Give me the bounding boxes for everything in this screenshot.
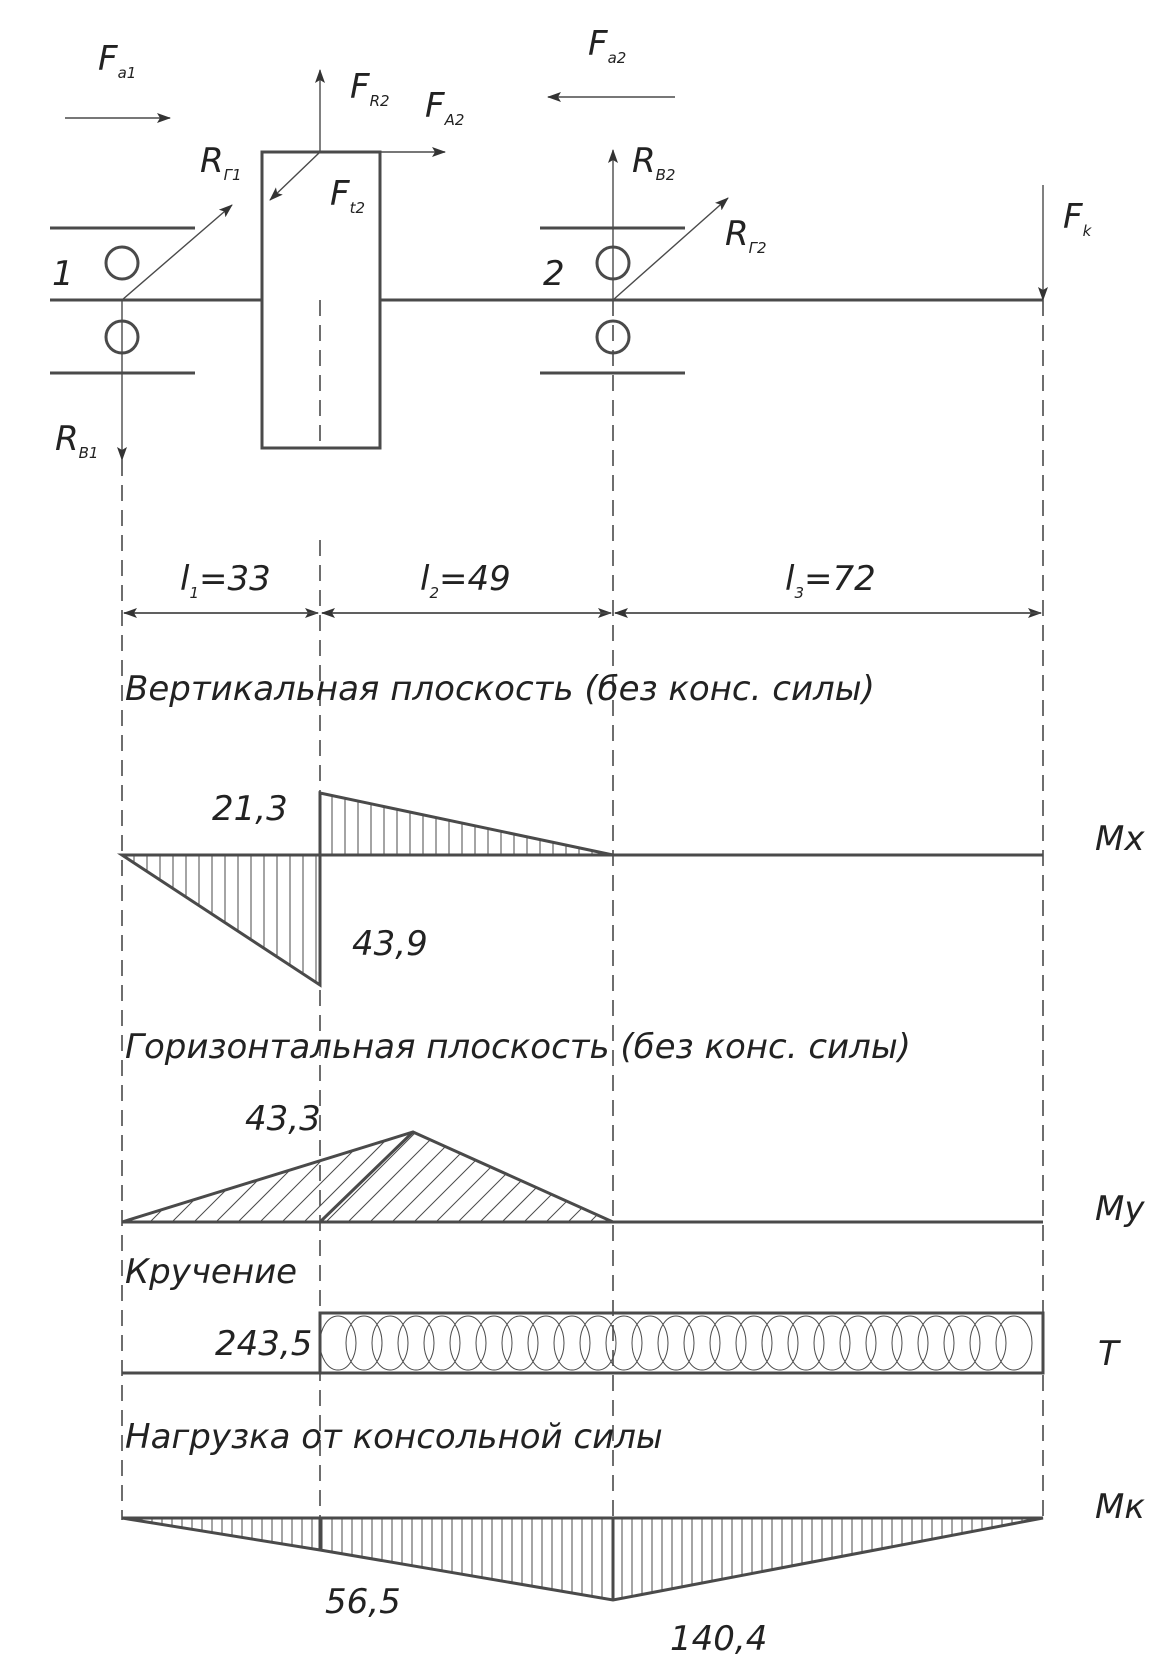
torque-loop — [397, 1315, 435, 1371]
hatch-line — [237, 1169, 291, 1223]
diagram-torque: 243,5 T — [122, 1311, 1121, 1375]
hatch-line — [457, 1172, 508, 1223]
dimension-l1: l1=33 — [180, 559, 271, 602]
hatch-line — [259, 1159, 323, 1223]
hatch-line — [413, 1159, 477, 1223]
torque-loop — [787, 1315, 825, 1371]
label-rv2: RВ2 — [632, 141, 675, 184]
hatch-line — [391, 1152, 462, 1223]
torque-loop — [527, 1315, 565, 1371]
torque-loop — [943, 1315, 981, 1371]
value-mx-top: 21,3 — [212, 789, 288, 829]
label-bearing-1: 1 — [52, 254, 74, 294]
shaft-scheme: Fa1 Fa2 FR2 FA2 Ft2 RГ1 RГ2 RВ1 RВ2 Fk 1… — [50, 24, 1093, 462]
label-my: My — [1095, 1189, 1145, 1229]
value-mx-bottom: 43,9 — [352, 924, 428, 964]
torque-loop — [891, 1315, 929, 1371]
torque-loop — [501, 1315, 539, 1371]
label-mx: Mx — [1095, 819, 1145, 859]
torque-loop — [917, 1315, 955, 1371]
torque-loop — [683, 1315, 721, 1371]
hatch-line — [545, 1200, 568, 1223]
value-mk-peak: 140,4 — [670, 1619, 767, 1659]
dimension-l2: l2=49 — [420, 559, 511, 602]
title-horizontal-plane: Горизонтальная плоскость (без конс. силы… — [125, 1027, 911, 1067]
torque-loop — [761, 1315, 799, 1371]
value-torque: 243,5 — [215, 1324, 312, 1364]
hatch-line — [567, 1207, 583, 1223]
torque-loop — [449, 1315, 487, 1371]
guide-lines — [121, 300, 1044, 1520]
torque-loop — [605, 1315, 643, 1371]
label-rg1: RГ1 — [200, 141, 242, 184]
torque-loop — [631, 1315, 669, 1371]
diagram-my: 43,3 My — [121, 1099, 1145, 1229]
torque-loop — [865, 1315, 903, 1371]
torque-loop — [735, 1315, 773, 1371]
torque-loop — [371, 1315, 409, 1371]
label-ft2: Ft2 — [330, 174, 365, 217]
hatch-line — [523, 1193, 553, 1223]
value-mk-mid: 56,5 — [325, 1582, 401, 1622]
hatch-line — [303, 1139, 387, 1223]
hatch-line — [479, 1179, 523, 1223]
torque-loop — [345, 1315, 383, 1371]
label-fa1: Fa1 — [98, 39, 136, 82]
hatch-line — [215, 1178, 260, 1223]
hatch-line — [347, 1138, 432, 1223]
diagram-mk: 56,5 140,4 Mк — [121, 1487, 1145, 1659]
hatch-line — [193, 1188, 228, 1223]
diagram-mx: 21,3 43,9 Mx — [116, 789, 1145, 988]
title-torsion: Кручение — [125, 1252, 297, 1292]
hatch-line — [281, 1149, 355, 1223]
label-t: T — [1098, 1334, 1121, 1374]
dimension-l3: l3=72 — [785, 559, 876, 602]
torque-loop — [839, 1315, 877, 1371]
label-rg2: RГ2 — [725, 214, 767, 257]
title-cantilever: Нагрузка от консольной силы — [125, 1417, 663, 1457]
torque-loop — [709, 1315, 747, 1371]
reaction-rg1-arrow — [121, 204, 233, 301]
label-bearing-2: 2 — [543, 254, 565, 294]
torque-loop — [475, 1315, 513, 1371]
hatch-line — [369, 1145, 447, 1223]
torque-loop — [657, 1315, 695, 1371]
label-mk: Mк — [1095, 1487, 1145, 1527]
torque-loop — [553, 1315, 591, 1371]
label-rv1: RВ1 — [55, 419, 98, 462]
torque-loop — [969, 1315, 1007, 1371]
torque-loop — [423, 1315, 461, 1371]
label-fk: Fk — [1063, 197, 1093, 240]
label-fa2: Fa2 — [588, 24, 626, 67]
force-ft2-arrow — [269, 151, 321, 201]
torque-loop — [813, 1315, 851, 1371]
dimension-line: l1=33 l2=49 l3=72 — [123, 559, 1042, 618]
hatch-line — [325, 1131, 417, 1223]
value-my-peak: 43,3 — [245, 1099, 321, 1139]
label-fr2: FR2 — [350, 67, 390, 110]
torque-loop — [995, 1315, 1033, 1371]
hatch-line — [171, 1198, 196, 1223]
hatch-line — [501, 1186, 538, 1223]
gear-wheel — [260, 150, 382, 450]
torque-loop — [579, 1315, 617, 1371]
hatch-line — [435, 1166, 492, 1223]
label-fa2-axial: FA2 — [425, 86, 464, 129]
title-vertical-plane: Вертикальная плоскость (без конс. силы) — [125, 669, 875, 709]
reaction-rg2-arrow — [612, 197, 729, 301]
